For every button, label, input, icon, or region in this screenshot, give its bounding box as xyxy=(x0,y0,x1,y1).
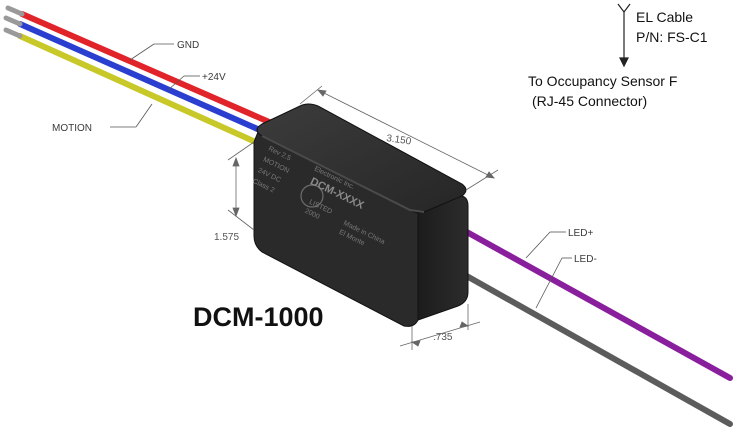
dimension-height xyxy=(227,141,255,231)
cable-name: EL Cable xyxy=(636,9,693,25)
dimension-height-value: 1.575 xyxy=(214,232,239,243)
cable-destination-line1: To Occupancy Sensor F xyxy=(528,73,677,89)
dimension-depth xyxy=(399,304,481,350)
motion-wire-tip xyxy=(3,27,23,39)
input-wires xyxy=(3,5,295,156)
motion-callout xyxy=(110,103,153,128)
module-top-face xyxy=(256,103,467,214)
power-label: +24V xyxy=(202,72,226,83)
gnd-label: GND xyxy=(177,40,199,51)
module-edge-highlight xyxy=(261,135,425,213)
product-name: DCM-1000 xyxy=(193,302,324,332)
led-minus-label: LED- xyxy=(574,254,597,265)
power-callout xyxy=(167,75,200,91)
motion-wire xyxy=(17,33,283,156)
cable-destination-line2: (RJ-45 Connector) xyxy=(532,93,647,109)
module-front-face xyxy=(253,131,419,327)
led-minus-callout xyxy=(535,257,572,309)
dimension-length xyxy=(299,85,499,191)
power-wire-tip xyxy=(3,15,23,27)
dcm-module: Rev 2.5 Electronic Inc. DCM-XXXX MOTION … xyxy=(251,103,469,327)
dimension-depth-value: .735 xyxy=(433,332,453,343)
led-plus-callout xyxy=(525,231,566,259)
module-logo-circle xyxy=(300,184,324,208)
power-wire xyxy=(17,21,290,145)
led-minus-wire xyxy=(453,267,733,427)
cable-arrow xyxy=(617,3,631,68)
gnd-wire-tip xyxy=(5,5,25,17)
module-end-face xyxy=(417,195,469,321)
dimension-length-value: 3.150 xyxy=(386,133,413,147)
motion-label: MOTION xyxy=(52,123,92,134)
cable-part-number: P/N: FS-C1 xyxy=(636,29,708,45)
gnd-wire xyxy=(19,11,295,135)
led-plus-label: LED+ xyxy=(568,228,593,239)
led-plus-wire xyxy=(453,223,733,381)
output-wires xyxy=(453,223,733,427)
gnd-callout xyxy=(129,43,174,61)
